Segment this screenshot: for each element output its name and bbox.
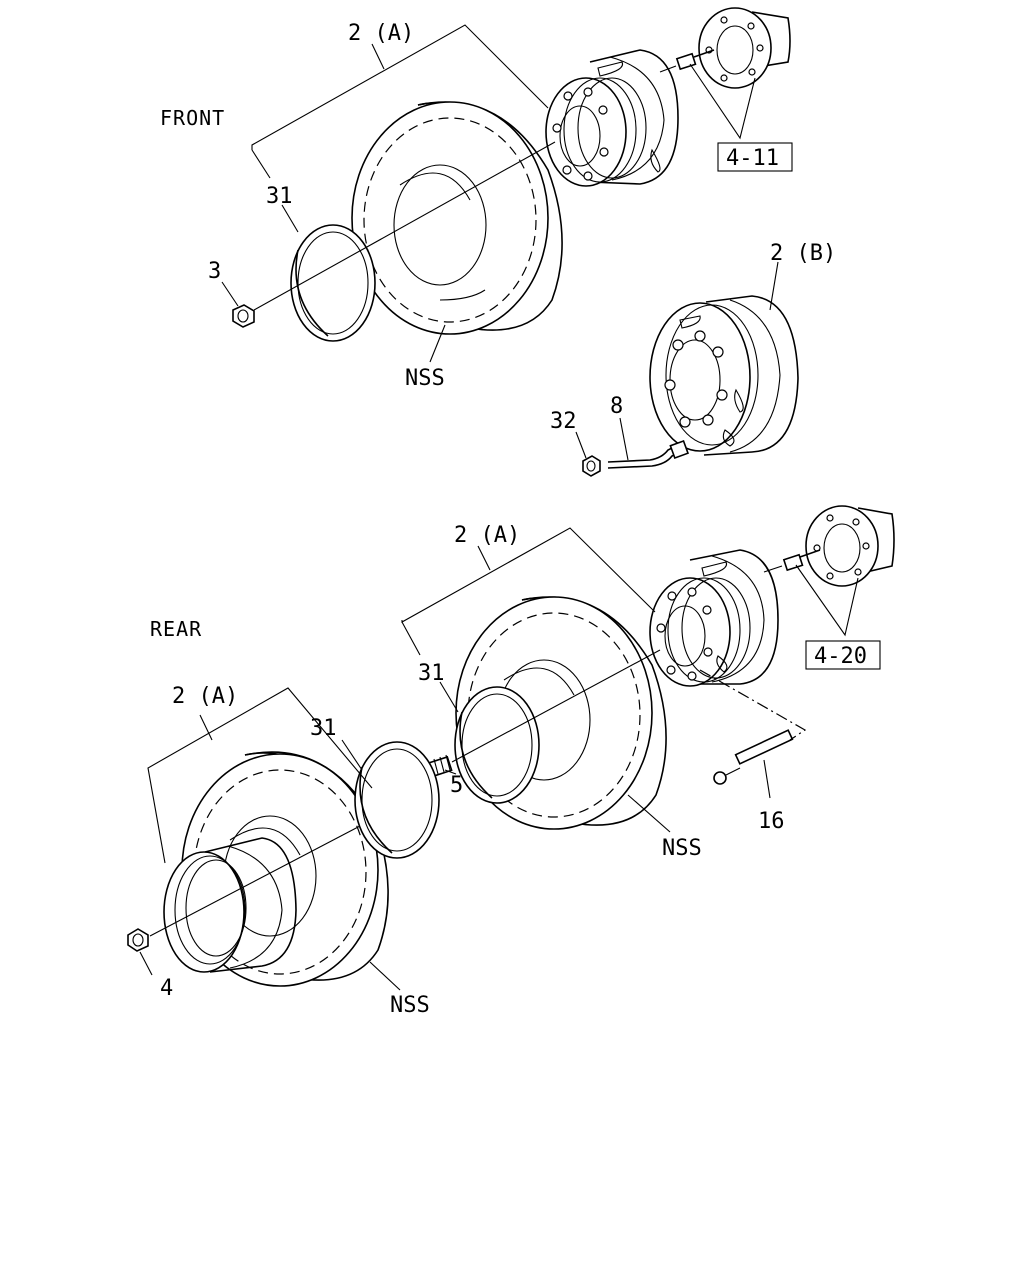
outer-nut-drawing xyxy=(127,928,149,952)
valve-cap-drawing xyxy=(582,455,601,477)
front-tire-drawing xyxy=(351,101,563,335)
front-hub-ref-label: 4-11 xyxy=(726,146,779,171)
rear-hub-ref-label: 4-20 xyxy=(814,644,867,669)
front-rim-drawing xyxy=(545,49,679,187)
front-wheel-assembly-label: 2 (A) xyxy=(348,21,414,46)
front-tire-label: NSS xyxy=(405,366,445,391)
front-spacer-drawing xyxy=(290,224,376,342)
rear-outer-wheel-assembly-label: 2 (A) xyxy=(172,684,238,709)
front-hub-ref-box xyxy=(717,142,793,172)
spare-wheel-drawing xyxy=(649,295,799,456)
hub-bolt-drawing xyxy=(713,729,794,785)
rear-hub-ref-box xyxy=(805,640,881,670)
valve-cap-label: 32 xyxy=(550,409,577,434)
valve-extension-drawing xyxy=(607,439,689,469)
rear-outer-rim-drawing xyxy=(163,837,297,973)
spare-wheel-label: 2 (B) xyxy=(770,241,836,266)
rear-inner-spacer-drawing xyxy=(454,686,540,804)
front-section-label: FRONT xyxy=(160,106,225,130)
rear-inner-tire-label: NSS xyxy=(662,836,702,861)
rear-inner-spacer-label: 31 xyxy=(418,661,445,686)
rear-outer-spacer-label: 31 xyxy=(310,716,337,741)
rear-hub-drawing xyxy=(805,505,895,587)
rear-inner-rim-drawing xyxy=(649,549,779,687)
rear-outer-tire-label: NSS xyxy=(390,993,430,1018)
hub-bolt-label: 16 xyxy=(758,809,785,834)
front-hub-drawing xyxy=(698,7,791,89)
outer-nut-label: 4 xyxy=(160,976,173,1001)
front-spacer-label: 31 xyxy=(266,184,293,209)
rear-outer-spacer-drawing xyxy=(354,741,440,859)
rear-hub-bolt-drawing xyxy=(763,549,821,573)
front-nut-label: 3 xyxy=(208,259,221,284)
valve-extension-label: 8 xyxy=(610,394,623,419)
front-nut-drawing xyxy=(232,304,255,328)
rear-inner-wheel-assembly-label: 2 (A) xyxy=(454,523,520,548)
inner-nut-label: 5 xyxy=(450,773,463,798)
rear-section-label: REAR xyxy=(150,617,202,641)
